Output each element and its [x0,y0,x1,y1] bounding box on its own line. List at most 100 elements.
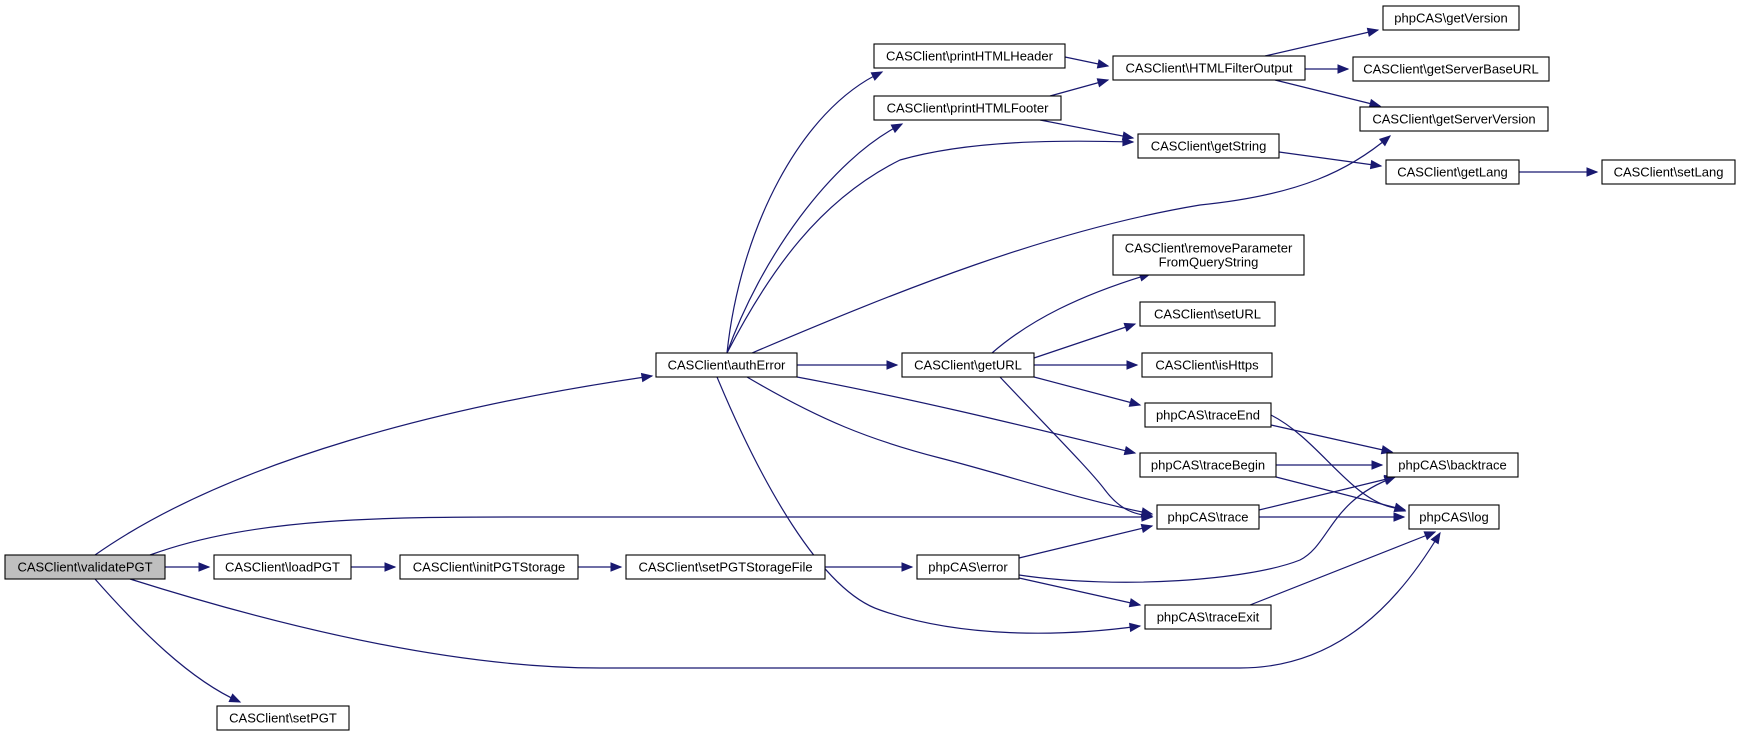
node-box [1141,352,1273,378]
arrowhead-icon [228,693,242,703]
edge-line [1039,119,1134,139]
node-trace[interactable]: phpCAS\trace [1156,504,1260,530]
node-traceExit[interactable]: phpCAS\traceExit [1144,604,1272,630]
node-box [901,352,1035,378]
node-setPGTStorageFile[interactable]: CASClient\setPGTStorageFile [625,554,826,580]
edge-line [94,578,241,703]
node-label: CASClient\setPGT [229,711,337,726]
edge-line [999,376,1153,517]
node-box [4,554,166,580]
node-backtrace[interactable]: phpCAS\backtrace [1386,452,1519,478]
node-label: CASClient\authError [668,358,786,373]
node-label: CASClient\getURL [914,358,1022,373]
node-box [655,352,798,378]
node-getURL[interactable]: CASClient\getURL [901,352,1035,378]
edge-HTMLFilterOutput-to-getVersion [1264,27,1380,57]
arrowhead-icon [1123,445,1137,456]
edge-traceBegin-to-log [1275,476,1407,512]
node-loadPGT[interactable]: CASClient\loadPGT [213,554,352,580]
node-getLang[interactable]: CASClient\getLang [1385,159,1520,185]
arrowhead-icon [901,562,914,572]
node-printHTMLFooter[interactable]: CASClient\printHTMLFooter [873,95,1062,121]
arrowhead-icon [1586,167,1599,177]
arrowhead-icon [1393,502,1407,512]
edge-validatePGT-to-log [129,531,1441,669]
edge-authError-to-traceBegin [796,376,1137,456]
edge-authError-to-trace [746,376,1154,517]
arrowhead-icon [384,562,397,572]
arrowhead-icon [1378,135,1392,147]
edge-line [1018,577,1141,606]
edge-traceBegin-to-backtrace [1276,460,1384,470]
edge-getURL-to-setURL [1033,322,1137,359]
node-label: CASClient\HTMLFilterOutput [1126,61,1293,76]
node-getServerVersion[interactable]: CASClient\getServerVersion [1359,106,1549,132]
node-label: phpCAS\error [928,560,1008,575]
node-setPGT[interactable]: CASClient\setPGT [216,705,350,731]
node-traceEnd[interactable]: phpCAS\traceEnd [1144,402,1272,428]
edge-error-to-trace [1018,523,1154,559]
arrowhead-icon [1141,510,1154,520]
node-printHTMLHeader[interactable]: CASClient\printHTMLHeader [873,43,1066,69]
arrowhead-icon [1371,460,1384,470]
node-box [399,554,579,580]
edge-traceEnd-to-backtrace [1270,424,1394,455]
node-box [1137,133,1280,159]
node-getString[interactable]: CASClient\getString [1137,133,1280,159]
edge-getString-to-getLang [1278,151,1383,170]
edge-authError-to-getString [726,136,1135,354]
node-box [1359,106,1549,132]
node-traceBegin[interactable]: phpCAS\traceBegin [1139,452,1277,478]
node-box [213,554,352,580]
edge-printHTMLFooter-to-getString [1039,119,1135,141]
node-box [1156,504,1260,530]
arrowhead-icon [1123,322,1137,332]
edge-line [1275,476,1406,511]
node-label: phpCAS\trace [1168,510,1249,525]
arrowhead-icon [1423,531,1437,541]
node-label: phpCAS\traceBegin [1151,458,1265,473]
node-log[interactable]: phpCAS\log [1408,504,1500,530]
node-box [1408,504,1500,530]
edge-validatePGT-to-trace [149,512,1154,556]
arrowhead-icon [1366,27,1380,37]
edge-authError-to-getURL [797,360,899,370]
edge-trace-to-log [1259,512,1406,522]
edge-HTMLFilterOutput-to-getServerBaseURL [1305,64,1350,74]
arrowhead-icon [610,562,623,572]
edge-loadPGT-to-initPGTStorage [351,562,397,572]
node-setLang[interactable]: CASClient\setLang [1601,159,1736,185]
edge-line [129,532,1441,669]
node-authError[interactable]: CASClient\authError [655,352,798,378]
node-initPGTStorage[interactable]: CASClient\initPGTStorage [399,554,579,580]
node-getVersion[interactable]: phpCAS\getVersion [1382,5,1520,31]
node-error[interactable]: phpCAS\error [916,554,1020,580]
node-box [1385,159,1520,185]
edge-error-to-backtrace [1018,476,1397,583]
node-setURL[interactable]: CASClient\setURL [1139,301,1276,327]
node-box [1352,56,1550,82]
node-HTMLFilterOutput[interactable]: CASClient\HTMLFilterOutput [1112,55,1306,81]
edge-layer [94,27,1599,703]
node-getServerBaseURL[interactable]: CASClient\getServerBaseURL [1352,56,1550,82]
node-label: FromQueryString [1159,255,1259,270]
edge-getURL-to-trace [999,376,1154,520]
arrowhead-icon [640,372,654,383]
node-label: CASClient\isHttps [1155,358,1259,373]
arrowhead-icon [1140,523,1154,534]
node-validatePGT[interactable]: CASClient\validatePGT [4,554,166,580]
edge-line [1258,476,1396,511]
node-label: CASClient\getServerBaseURL [1363,62,1539,77]
edge-line [149,516,1152,556]
node-box [1601,159,1736,185]
node-box [1382,5,1520,31]
arrowhead-icon [1337,64,1350,74]
arrowhead-icon [1096,78,1110,88]
edge-authError-to-getServerVersion [751,135,1392,354]
edge-authError-to-printHTMLHeader [726,71,884,354]
edge-line [1033,323,1136,359]
node-isHttps[interactable]: CASClient\isHttps [1141,352,1273,378]
node-label: CASClient\setLang [1614,165,1724,180]
edge-getLang-to-setLang [1519,167,1599,177]
